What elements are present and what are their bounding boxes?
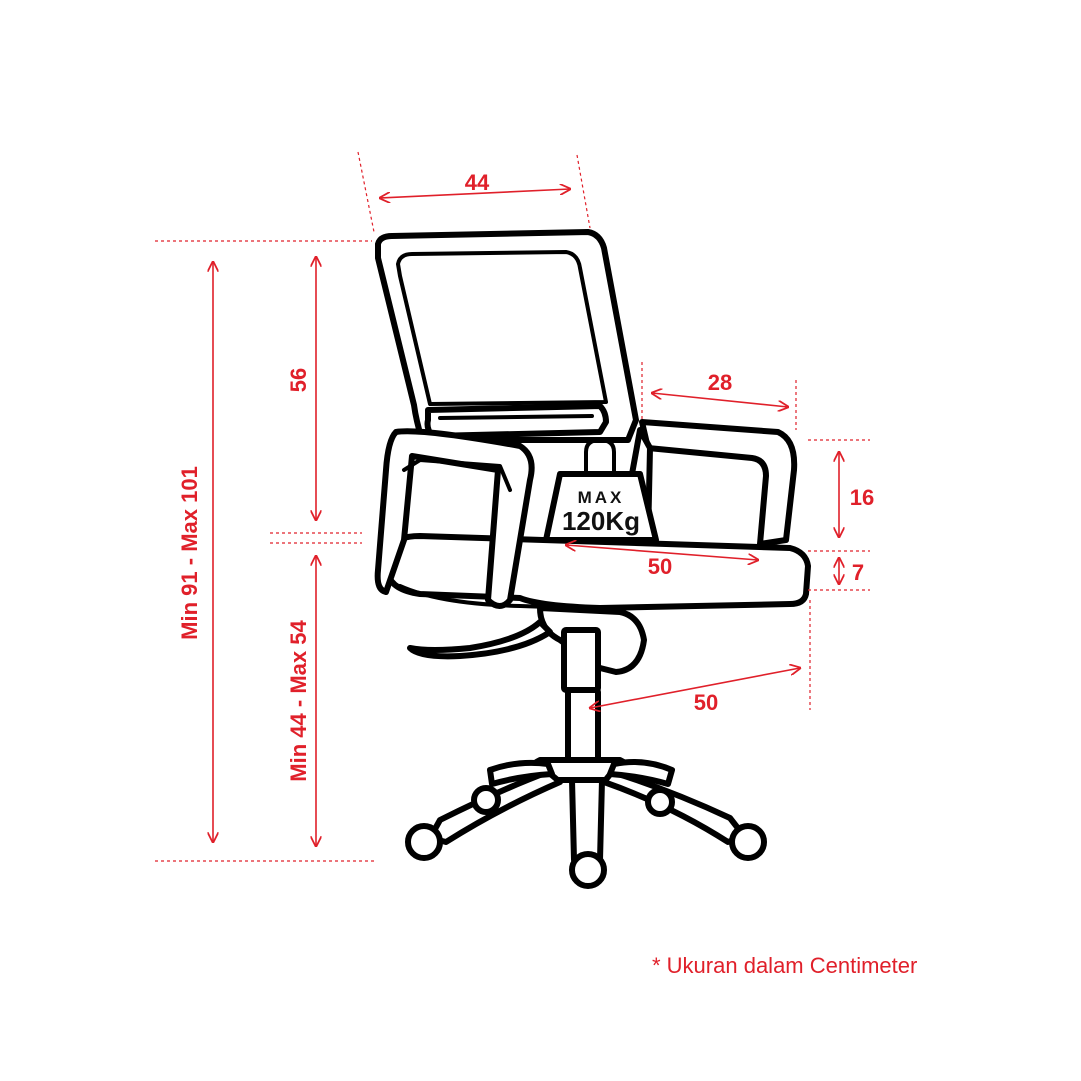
dimension-lines: [213, 189, 839, 846]
armrest-length-label: 28: [708, 370, 732, 395]
caster-left: [405, 823, 443, 861]
office-chair-illustration: [374, 229, 811, 889]
seat-height-label: Min 44 - Max 54: [286, 620, 311, 782]
seat-underside: [398, 584, 582, 610]
backrest-height-label: 56: [286, 368, 311, 392]
base-diameter-label: 50: [694, 690, 718, 715]
armrest-height-label: 16: [850, 485, 874, 510]
backrest-width-arrow: [380, 189, 570, 198]
total-height-label: Min 91 - Max 101: [177, 466, 202, 640]
seat-thickness-label: 7: [852, 560, 864, 585]
base-leg-back-left: [487, 759, 555, 787]
caster-back-right: [645, 787, 675, 817]
backrest-mesh: [396, 250, 608, 406]
caster-back-left: [471, 785, 501, 815]
armrest-length-arrow: [652, 393, 788, 407]
base-diameter-arrow: [590, 668, 800, 708]
caster-front: [569, 851, 607, 889]
lumbar-line: [438, 414, 594, 420]
dimension-labels: 44 28 16 7 50 50 56 Min 91 - Max 101 Min…: [177, 170, 874, 782]
lumbar-support: [424, 403, 609, 439]
caster-right: [729, 823, 767, 861]
backrest-frame: [375, 229, 639, 443]
backrest-width-label: 44: [465, 170, 490, 195]
seat-depth-label: 50: [648, 554, 672, 579]
unit-note: * Ukuran dalam Centimeter: [652, 953, 918, 978]
adjust-lever: [407, 619, 553, 660]
gas-cylinder-upper: [561, 627, 601, 693]
left-armrest: [374, 428, 535, 609]
left-armrest-pad: [402, 458, 512, 492]
weight-line1: MAX: [578, 488, 625, 507]
gas-cylinder-lower: [565, 687, 601, 765]
seat-depth-arrow: [566, 545, 758, 560]
weight-handle: [584, 438, 616, 476]
weight-line2: 120Kg: [562, 506, 640, 536]
dimension-guides: [155, 151, 870, 862]
right-armrest: [639, 419, 798, 547]
base-leg-front: [569, 777, 605, 863]
base-leg-back-right: [607, 759, 675, 787]
